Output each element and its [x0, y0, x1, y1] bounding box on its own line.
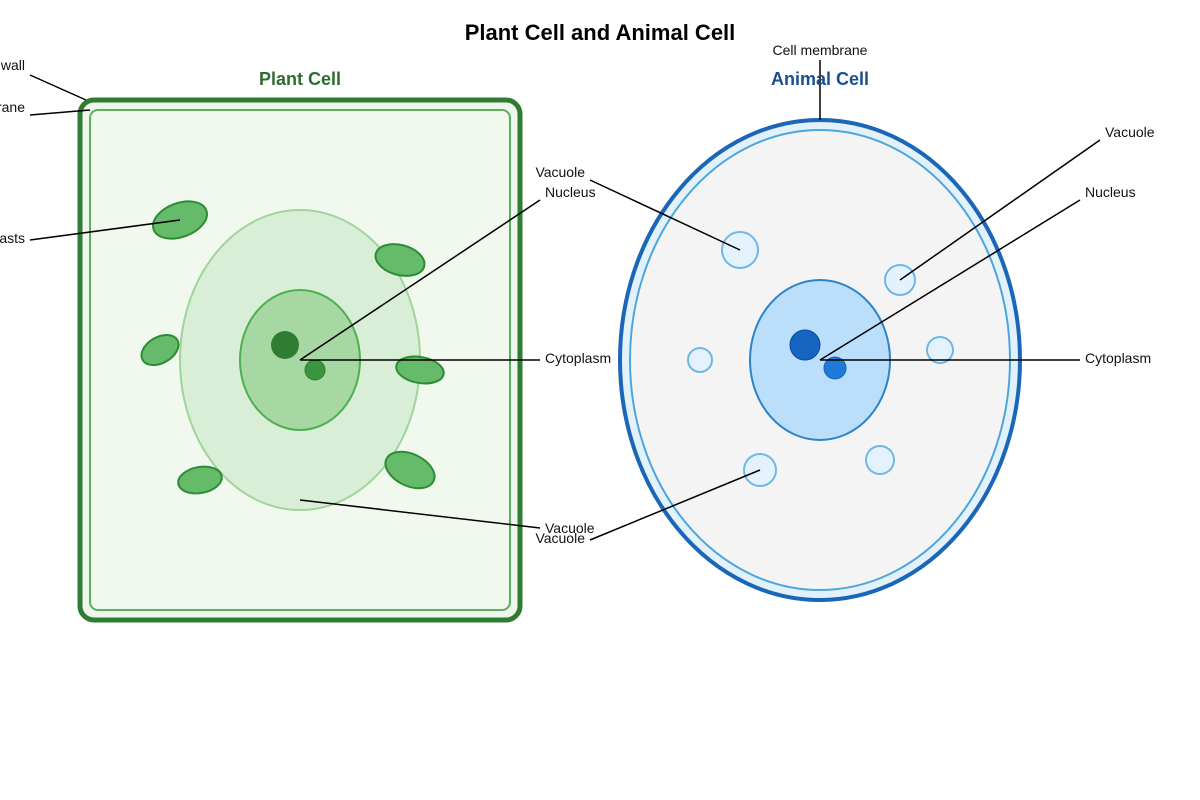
chloroplasts-label: asts: [0, 230, 25, 246]
animal-vacuole: [926, 336, 954, 364]
plant-nucleus-label: Nucleus: [545, 184, 596, 200]
animal-cell: Cell membrane Animal Cell Vacuole Vacuol…: [535, 42, 1155, 602]
cell-wall-label: wall: [0, 57, 25, 73]
animal-cytoplasm-label: Cytoplasm: [1085, 350, 1151, 366]
animal-nucleolus-small: [823, 356, 847, 380]
chloroplast: [395, 355, 445, 385]
cell-membrane-label: rane: [0, 99, 25, 115]
animal-vacuole: [865, 445, 895, 475]
chloroplast: [384, 450, 436, 490]
animal-vacuole-lower-label: Vacuole: [535, 530, 585, 546]
plant-cell: Plant Cell wall rane asts Nucleus Cytopl…: [0, 57, 611, 623]
animal-vacuole-upper-right-leader: [899, 139, 1101, 281]
animal-cell-title: Animal Cell: [771, 69, 869, 89]
animal-vacuole-upper-left-label: Vacuole: [535, 164, 585, 180]
animal-vacuole-upper-left-leader: [589, 179, 741, 251]
plant-vacuole-label: Vacuole: [545, 520, 595, 536]
animal-nucleus-leader: [819, 199, 1081, 361]
plant-cell-title: Plant Cell: [259, 69, 341, 89]
plant-vacuole-leader: [299, 499, 541, 529]
plant-nucleolus-small: [304, 359, 326, 381]
plant-cytoplasm-label: Cytoplasm: [545, 350, 611, 366]
animal-vacuole-lower-leader: [589, 469, 761, 541]
chloroplasts-leader: [29, 219, 181, 241]
cell-wall-leader: [29, 74, 87, 101]
plant-nucleus-leader: [299, 199, 541, 361]
animal-membrane-label: Cell membrane: [773, 42, 868, 58]
chloroplast: [177, 465, 223, 495]
animal-vacuole-upper-right-label: Vacuole: [1105, 124, 1155, 140]
plant-nucleolus: [271, 331, 299, 359]
animal-vacuole: [687, 347, 713, 373]
diagram-title: Plant Cell and Animal Cell: [465, 20, 736, 45]
cell-membrane-leader: [29, 109, 91, 116]
animal-nucleus-label: Nucleus: [1085, 184, 1136, 200]
chloroplast: [374, 243, 426, 277]
animal-nucleolus: [789, 329, 821, 361]
chloroplast: [140, 333, 180, 367]
